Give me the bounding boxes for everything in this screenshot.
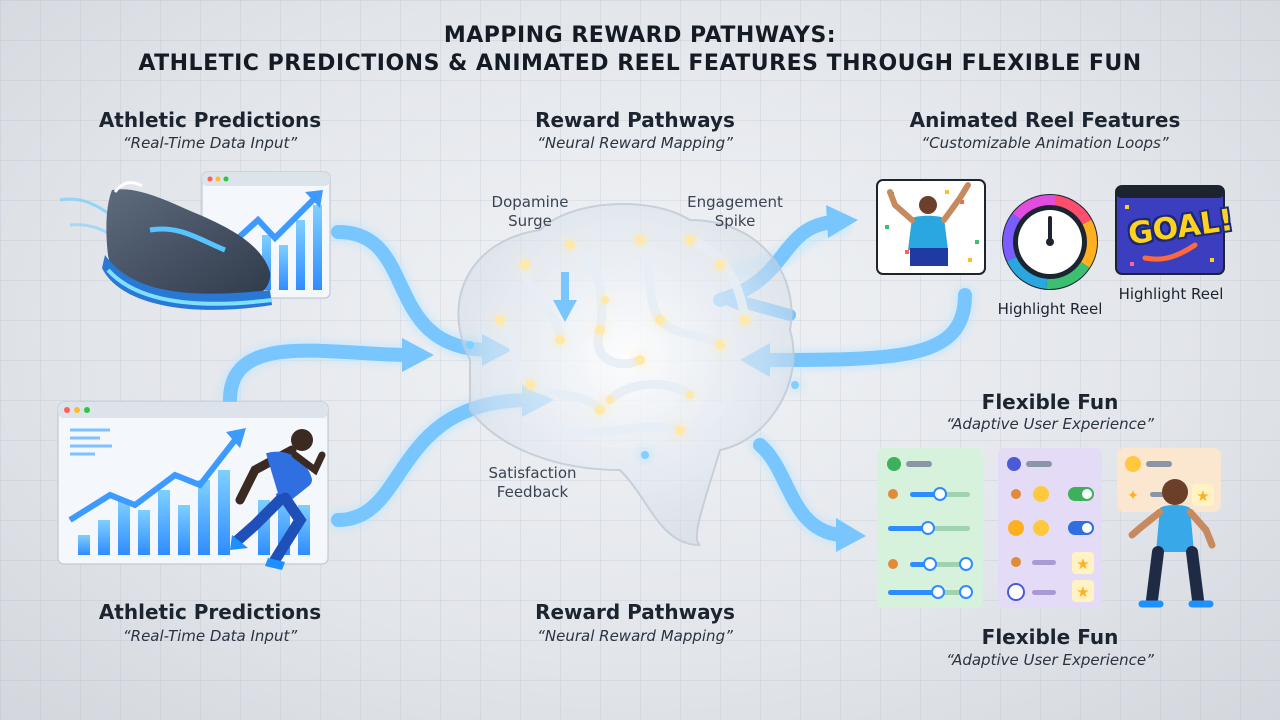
arrow-reel-to-brain xyxy=(753,288,972,367)
arrowhead-runner-upper xyxy=(402,338,434,372)
page-title: MAPPING REWARD PATHWAYS: ATHLETIC PREDIC… xyxy=(0,22,1280,78)
sub-flexible-fun-top: “Adaptive User Experience” xyxy=(946,415,1154,433)
runner-chart-group xyxy=(57,401,329,570)
caption-highlight-reel-2: Highlight Reel xyxy=(1118,285,1224,303)
heading-reward-top: Reward Pathways xyxy=(535,108,735,132)
goal-icon xyxy=(1115,185,1225,275)
sub-flexible-fun-bottom: “Adaptive User Experience” xyxy=(946,651,1154,669)
sub-reward-top: “Neural Reward Mapping” xyxy=(537,134,733,152)
title-line-1: MAPPING REWARD PATHWAYS: xyxy=(443,23,837,48)
heading-reward-bottom: Reward Pathways xyxy=(535,600,735,624)
label-engagement-spike: Engagement Spike xyxy=(687,193,783,230)
sub-reels-top: “Customizable Animation Loops” xyxy=(921,134,1169,152)
arrowhead-brain-to-reel xyxy=(826,205,858,238)
heading-athletic-top: Athletic Predictions xyxy=(98,108,322,132)
label-satisfaction-feedback: Satisfaction Feedback xyxy=(488,464,577,501)
sub-reward-bottom: “Neural Reward Mapping” xyxy=(537,627,733,645)
label-dopamine-surge: Dopamine Surge xyxy=(491,193,569,230)
brain-nodes xyxy=(495,235,750,435)
heading-flexible-fun-top: Flexible Fun xyxy=(981,390,1119,414)
heading-athletic-bottom: Athletic Predictions xyxy=(98,600,322,624)
runner-icon xyxy=(230,429,326,570)
svg-text:★: ★ xyxy=(1076,583,1089,601)
celebrating-player-icon xyxy=(876,179,986,275)
sub-athletic-bottom: “Real-Time Data Input” xyxy=(122,627,298,645)
title-line-2: ATHLETIC PREDICTIONS & ANIMATED REEL FEA… xyxy=(138,51,1142,76)
sub-athletic-top: “Real-Time Data Input” xyxy=(122,134,298,152)
caption-highlight-reel-1: Highlight Reel xyxy=(997,300,1103,318)
arrowhead-brain-to-flex xyxy=(836,518,866,552)
sneaker-chart-group xyxy=(59,171,331,310)
svg-text:✦: ✦ xyxy=(1127,488,1139,504)
arrow-shoe-line xyxy=(331,225,497,357)
svg-text:★: ★ xyxy=(1076,555,1089,573)
brain-icon xyxy=(457,202,799,546)
dial-icon xyxy=(1002,194,1098,290)
character-icon xyxy=(1128,479,1216,608)
arrow-brain-to-flex xyxy=(753,438,847,542)
arrow-runner-upper xyxy=(223,343,417,407)
slider-panel-icon: ★ ★ ✦ ★ xyxy=(877,448,1221,608)
sneaker-icon xyxy=(59,181,273,310)
svg-text:★: ★ xyxy=(1196,487,1209,505)
heading-flexible-fun-bottom: Flexible Fun xyxy=(981,625,1119,649)
heading-reels-top: Animated Reel Features xyxy=(909,108,1181,132)
